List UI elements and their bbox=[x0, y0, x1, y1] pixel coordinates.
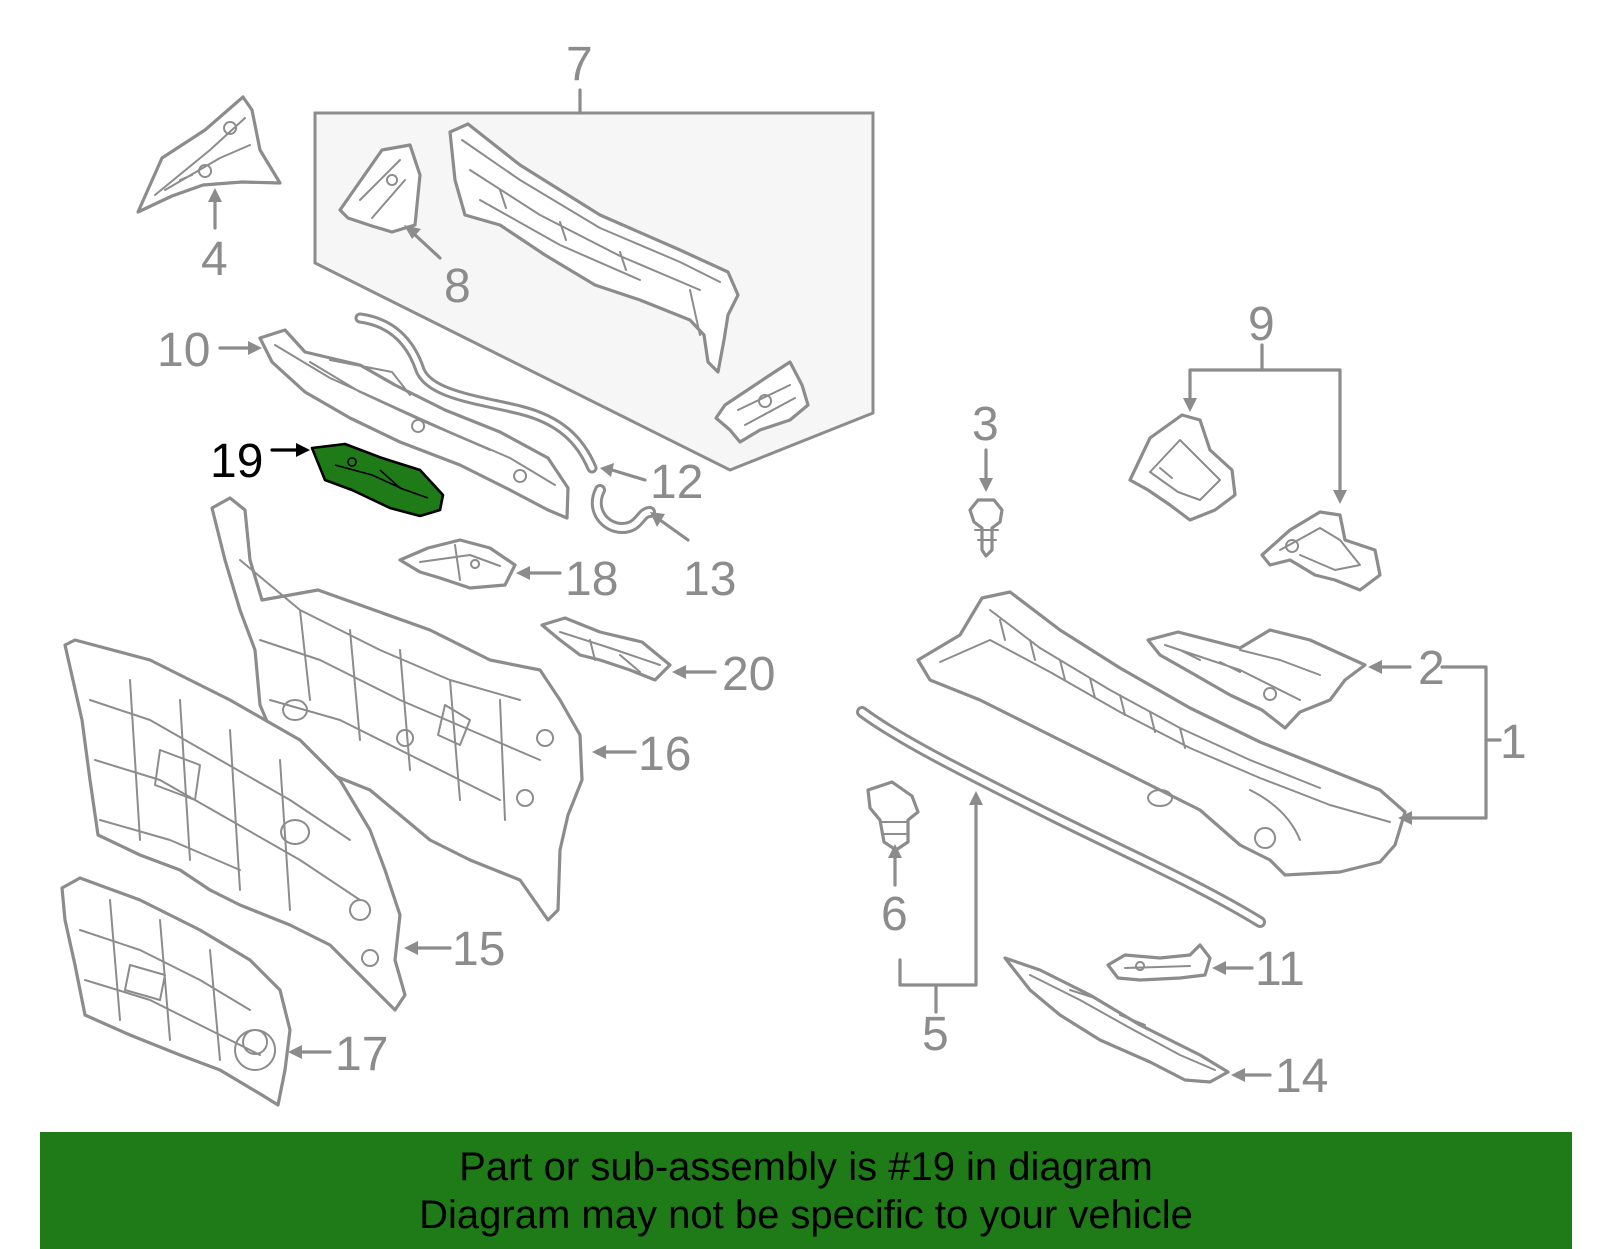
callout-16: 16 bbox=[638, 728, 691, 781]
part-9-bracket-upper bbox=[1128, 413, 1237, 522]
arrow-15 bbox=[404, 941, 418, 955]
part-13-hose-inner bbox=[593, 487, 653, 532]
arrow-5 bbox=[969, 791, 983, 805]
callout-11: 11 bbox=[1255, 943, 1305, 996]
arrow-20 bbox=[672, 665, 686, 679]
part-17-outer-insulator bbox=[60, 876, 292, 1107]
callout-14: 14 bbox=[1275, 1050, 1328, 1103]
part-1-cowl-top bbox=[916, 590, 1407, 877]
part-15-dash-panel bbox=[63, 638, 407, 1012]
exploded-parts-diagram: 1 2 3 4 5 6 7 8 9 10 11 12 13 14 15 16 1… bbox=[60, 38, 1527, 1107]
callout-5: 5 bbox=[922, 1008, 949, 1061]
part-6-clip bbox=[866, 780, 920, 852]
arrow-2 bbox=[1368, 660, 1382, 674]
part-8-bracket bbox=[338, 143, 422, 234]
callout-3: 3 bbox=[972, 398, 999, 451]
part-18-bracket bbox=[398, 538, 517, 590]
callout-4: 4 bbox=[201, 233, 228, 286]
part-7-side-bracket bbox=[714, 360, 810, 444]
callout-10: 10 bbox=[157, 324, 210, 377]
arrow-9a bbox=[1183, 398, 1197, 412]
callout-8: 8 bbox=[444, 260, 471, 313]
arrow-11 bbox=[1212, 961, 1226, 975]
arrow-18 bbox=[516, 566, 530, 580]
part-11-bracket bbox=[1106, 943, 1212, 982]
part-7-cowl-panel bbox=[448, 122, 740, 374]
arrow-4 bbox=[208, 188, 222, 202]
info-banner: Part or sub-assembly is #19 in diagram D… bbox=[40, 1132, 1572, 1249]
part-4-bracket bbox=[136, 95, 282, 214]
callout-6: 6 bbox=[881, 888, 908, 941]
arrow-13 bbox=[650, 512, 665, 527]
part-7-group-box bbox=[313, 111, 875, 472]
part-14-strip bbox=[1003, 956, 1230, 1084]
arrow-19 bbox=[296, 443, 310, 457]
callout-12: 12 bbox=[650, 456, 703, 509]
banner-line-disclaimer: Diagram may not be specific to your vehi… bbox=[419, 1192, 1193, 1237]
callout-9: 9 bbox=[1248, 298, 1275, 351]
arrow-14 bbox=[1231, 1068, 1245, 1082]
leader-9 bbox=[1188, 343, 1342, 492]
part-20-bracket bbox=[540, 616, 672, 682]
part-9-bracket-lower bbox=[1260, 510, 1382, 592]
banner-line-part: Part or sub-assembly is #19 in diagram bbox=[459, 1144, 1153, 1189]
callout-20: 20 bbox=[722, 648, 775, 701]
leader-13 bbox=[658, 518, 690, 542]
arrow-8 bbox=[404, 225, 421, 239]
part-2-panel bbox=[1146, 628, 1367, 730]
arrow-3 bbox=[979, 478, 993, 492]
leader-8 bbox=[411, 231, 442, 260]
arrow-10 bbox=[248, 341, 262, 355]
part-10-dash-brace bbox=[258, 328, 570, 520]
leader-1 bbox=[1410, 665, 1502, 820]
arrow-6 bbox=[888, 844, 902, 858]
arrow-1 bbox=[1398, 811, 1412, 825]
callout-18: 18 bbox=[565, 553, 618, 606]
leader-5 bbox=[898, 803, 978, 1014]
arrow-12 bbox=[600, 463, 614, 477]
callout-1: 1 bbox=[1500, 716, 1527, 769]
part-12-weatherstrip-inner bbox=[357, 315, 595, 471]
part-3-clip bbox=[968, 498, 1004, 558]
callout-17: 17 bbox=[335, 1028, 388, 1081]
arrow-17 bbox=[288, 1045, 302, 1059]
callout-7: 7 bbox=[566, 38, 593, 91]
callout-15: 15 bbox=[452, 923, 505, 976]
part-19-insulator-highlighted bbox=[310, 442, 445, 518]
arrow-9b bbox=[1333, 490, 1347, 504]
leader-12 bbox=[610, 468, 647, 482]
callout-13: 13 bbox=[683, 553, 736, 606]
part-5-seal-strip-inner bbox=[859, 709, 1263, 925]
callout-19: 19 bbox=[210, 435, 263, 488]
callout-2: 2 bbox=[1418, 642, 1445, 695]
arrow-16 bbox=[592, 745, 606, 759]
